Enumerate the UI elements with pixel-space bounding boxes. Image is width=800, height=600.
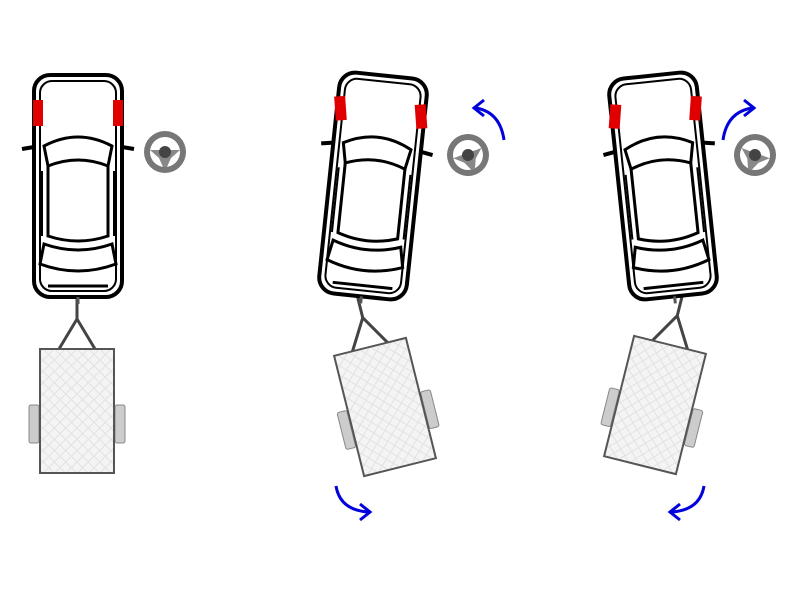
curved-arrow-icon: [471, 98, 506, 141]
steering-wheel-icon: [441, 128, 495, 182]
curved-arrow-icon: [721, 98, 757, 141]
front-wheel-left: [33, 100, 43, 126]
curved-arrow-icon: [667, 485, 706, 522]
panel-straight: [20, 73, 186, 475]
trailer-icon: [27, 289, 127, 475]
front-wheel-right: [113, 100, 123, 126]
front-wheel-left: [608, 104, 622, 129]
front-wheel-right: [414, 104, 428, 129]
trailer-icon: [307, 277, 449, 481]
car-top-view-icon: [593, 67, 734, 312]
front-wheel-left: [334, 95, 347, 121]
steering-wheel-icon: [144, 131, 186, 173]
curved-arrow-icon: [334, 485, 373, 522]
car-top-view-icon: [302, 67, 443, 312]
panel-steer-right: [591, 67, 782, 522]
steering-wheel-icon: [728, 128, 782, 182]
front-wheel-right: [689, 95, 702, 121]
car-top-view-icon: [20, 73, 136, 306]
trailer-icon: [591, 275, 733, 479]
panel-steer-left: [302, 67, 506, 522]
